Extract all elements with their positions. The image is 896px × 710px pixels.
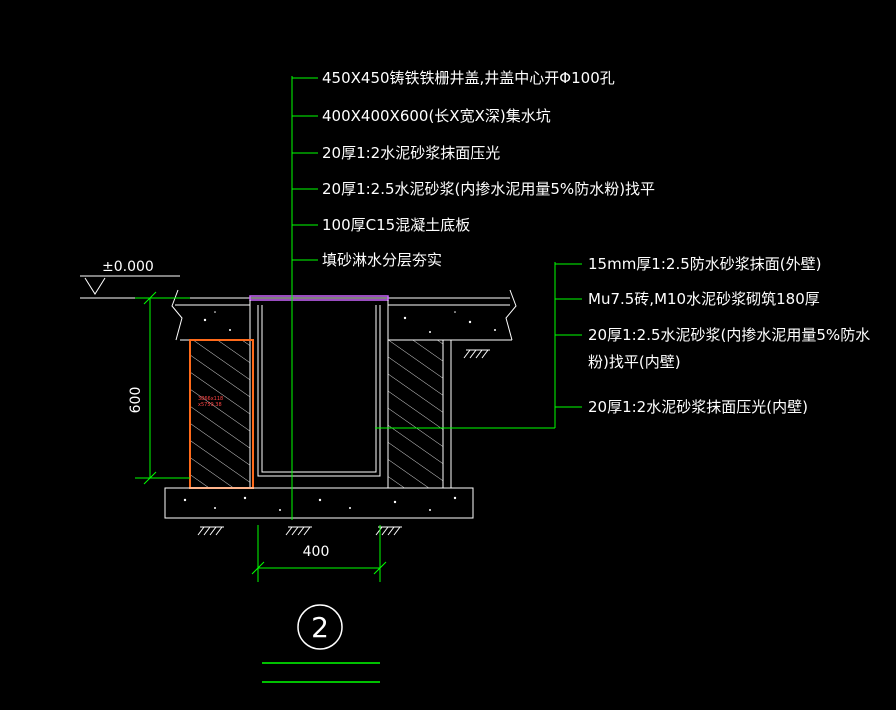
note-inner-finish: 20厚1:2水泥砂浆抹面压光(内壁)	[588, 398, 808, 416]
detail-callout: 2	[262, 604, 380, 683]
note-pit-size: 400X400X600(长X宽X深)集水坑	[322, 107, 551, 125]
highlight-label-2: x5759.38	[198, 402, 222, 408]
left-brick-wall	[189, 339, 251, 489]
width-dimension	[251, 525, 387, 582]
note-inner-levelling: 20厚1:2.5水泥砂浆(内掺水泥用量5%防水	[588, 326, 870, 344]
right-brick-wall	[387, 339, 444, 489]
elevation-marker: ±0.000	[80, 259, 180, 299]
pit-lining	[249, 300, 452, 488]
top-notes: 450X450铸铁铁栅井盖,井盖中心开Φ100孔 400X400X600(长X宽…	[322, 69, 655, 269]
note-cover: 450X450铸铁铁栅井盖,井盖中心开Φ100孔	[322, 69, 615, 87]
depth-dimension	[135, 291, 190, 485]
note-finish: 20厚1:2水泥砂浆抹面压光	[322, 144, 500, 162]
depth-dimension-label: 600	[128, 387, 144, 414]
right-notes: 15mm厚1:2.5防水砂浆抹面(外壁) Mu7.5砖,M10水泥砂浆砌筑180…	[588, 255, 870, 416]
base-speckle	[183, 496, 457, 511]
concrete-base-slab	[164, 487, 474, 519]
note-levelling: 20厚1:2.5水泥砂浆(内掺水泥用量5%防水粉)找平	[322, 180, 655, 198]
right-leader	[375, 262, 582, 429]
soil-symbols	[197, 349, 490, 536]
note-outer-plaster: 15mm厚1:2.5防水砂浆抹面(外壁)	[588, 255, 821, 273]
note-backfill: 填砂淋水分层夯实	[322, 251, 442, 269]
note-inner-levelling-2: 粉)找平(内壁)	[588, 353, 681, 371]
cast-iron-cover	[249, 295, 389, 301]
note-base-slab: 100厚C15混凝土底板	[322, 216, 470, 234]
note-brick-wall: Mu7.5砖,M10水泥砂浆砌筑180厚	[588, 290, 820, 308]
top-leader	[291, 76, 318, 520]
slab-speckle	[203, 311, 496, 333]
ground-slab	[171, 289, 517, 341]
highlight-label-1: 3866x118	[198, 396, 223, 402]
detail-number: 2	[311, 611, 329, 644]
elevation-label: ±0.000	[102, 259, 154, 275]
width-dimension-label: 400	[303, 544, 330, 560]
